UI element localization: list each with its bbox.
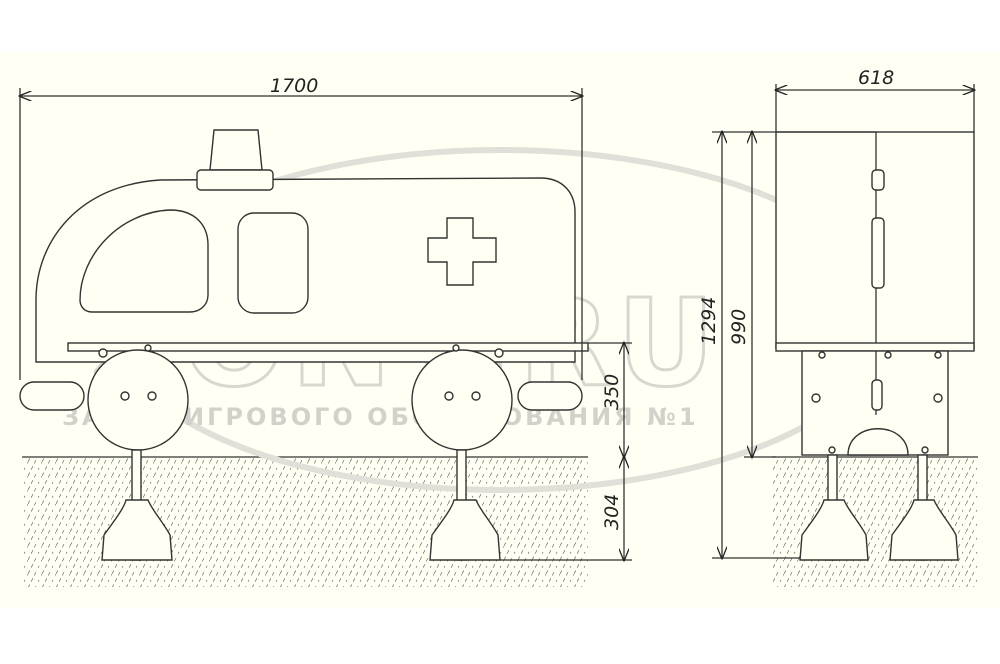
seat-plank xyxy=(67,342,589,352)
dim-seat-height: 990 xyxy=(728,309,750,345)
front-window xyxy=(79,209,209,313)
axle-arch xyxy=(847,428,909,456)
dim-foundation-depth: 304 xyxy=(601,494,623,530)
rear-window xyxy=(237,212,309,314)
dim-overall-height: 1294 xyxy=(698,297,720,345)
dimension-1700: 1700 xyxy=(20,75,582,380)
medical-cross-icon xyxy=(427,217,497,286)
dimension-990: 990 xyxy=(728,132,776,457)
rear-foundation xyxy=(429,499,501,561)
left-foundation xyxy=(799,499,869,561)
right-foundation xyxy=(889,499,959,561)
dim-axle-height: 350 xyxy=(601,374,623,410)
side-view xyxy=(19,129,589,561)
dimension-618: 618 xyxy=(776,67,974,132)
front-bumper xyxy=(19,381,85,411)
dimension-1294: 1294 xyxy=(698,132,876,558)
rear-wheel xyxy=(411,349,513,451)
dimension-304: 304 xyxy=(500,457,632,560)
beacon-light xyxy=(209,129,263,171)
dim-overall-length: 1700 xyxy=(270,75,318,97)
dimension-350: 350 xyxy=(588,343,632,457)
handle-upper xyxy=(871,169,885,191)
handle-lower xyxy=(871,217,885,289)
seat-section xyxy=(775,342,975,352)
front-view xyxy=(775,131,975,561)
rear-bumper xyxy=(517,381,583,411)
beacon-base xyxy=(196,169,274,191)
dim-overall-width: 618 xyxy=(858,67,894,89)
ground-left xyxy=(22,457,588,587)
front-wheel xyxy=(87,349,189,451)
front-foundation xyxy=(101,499,173,561)
